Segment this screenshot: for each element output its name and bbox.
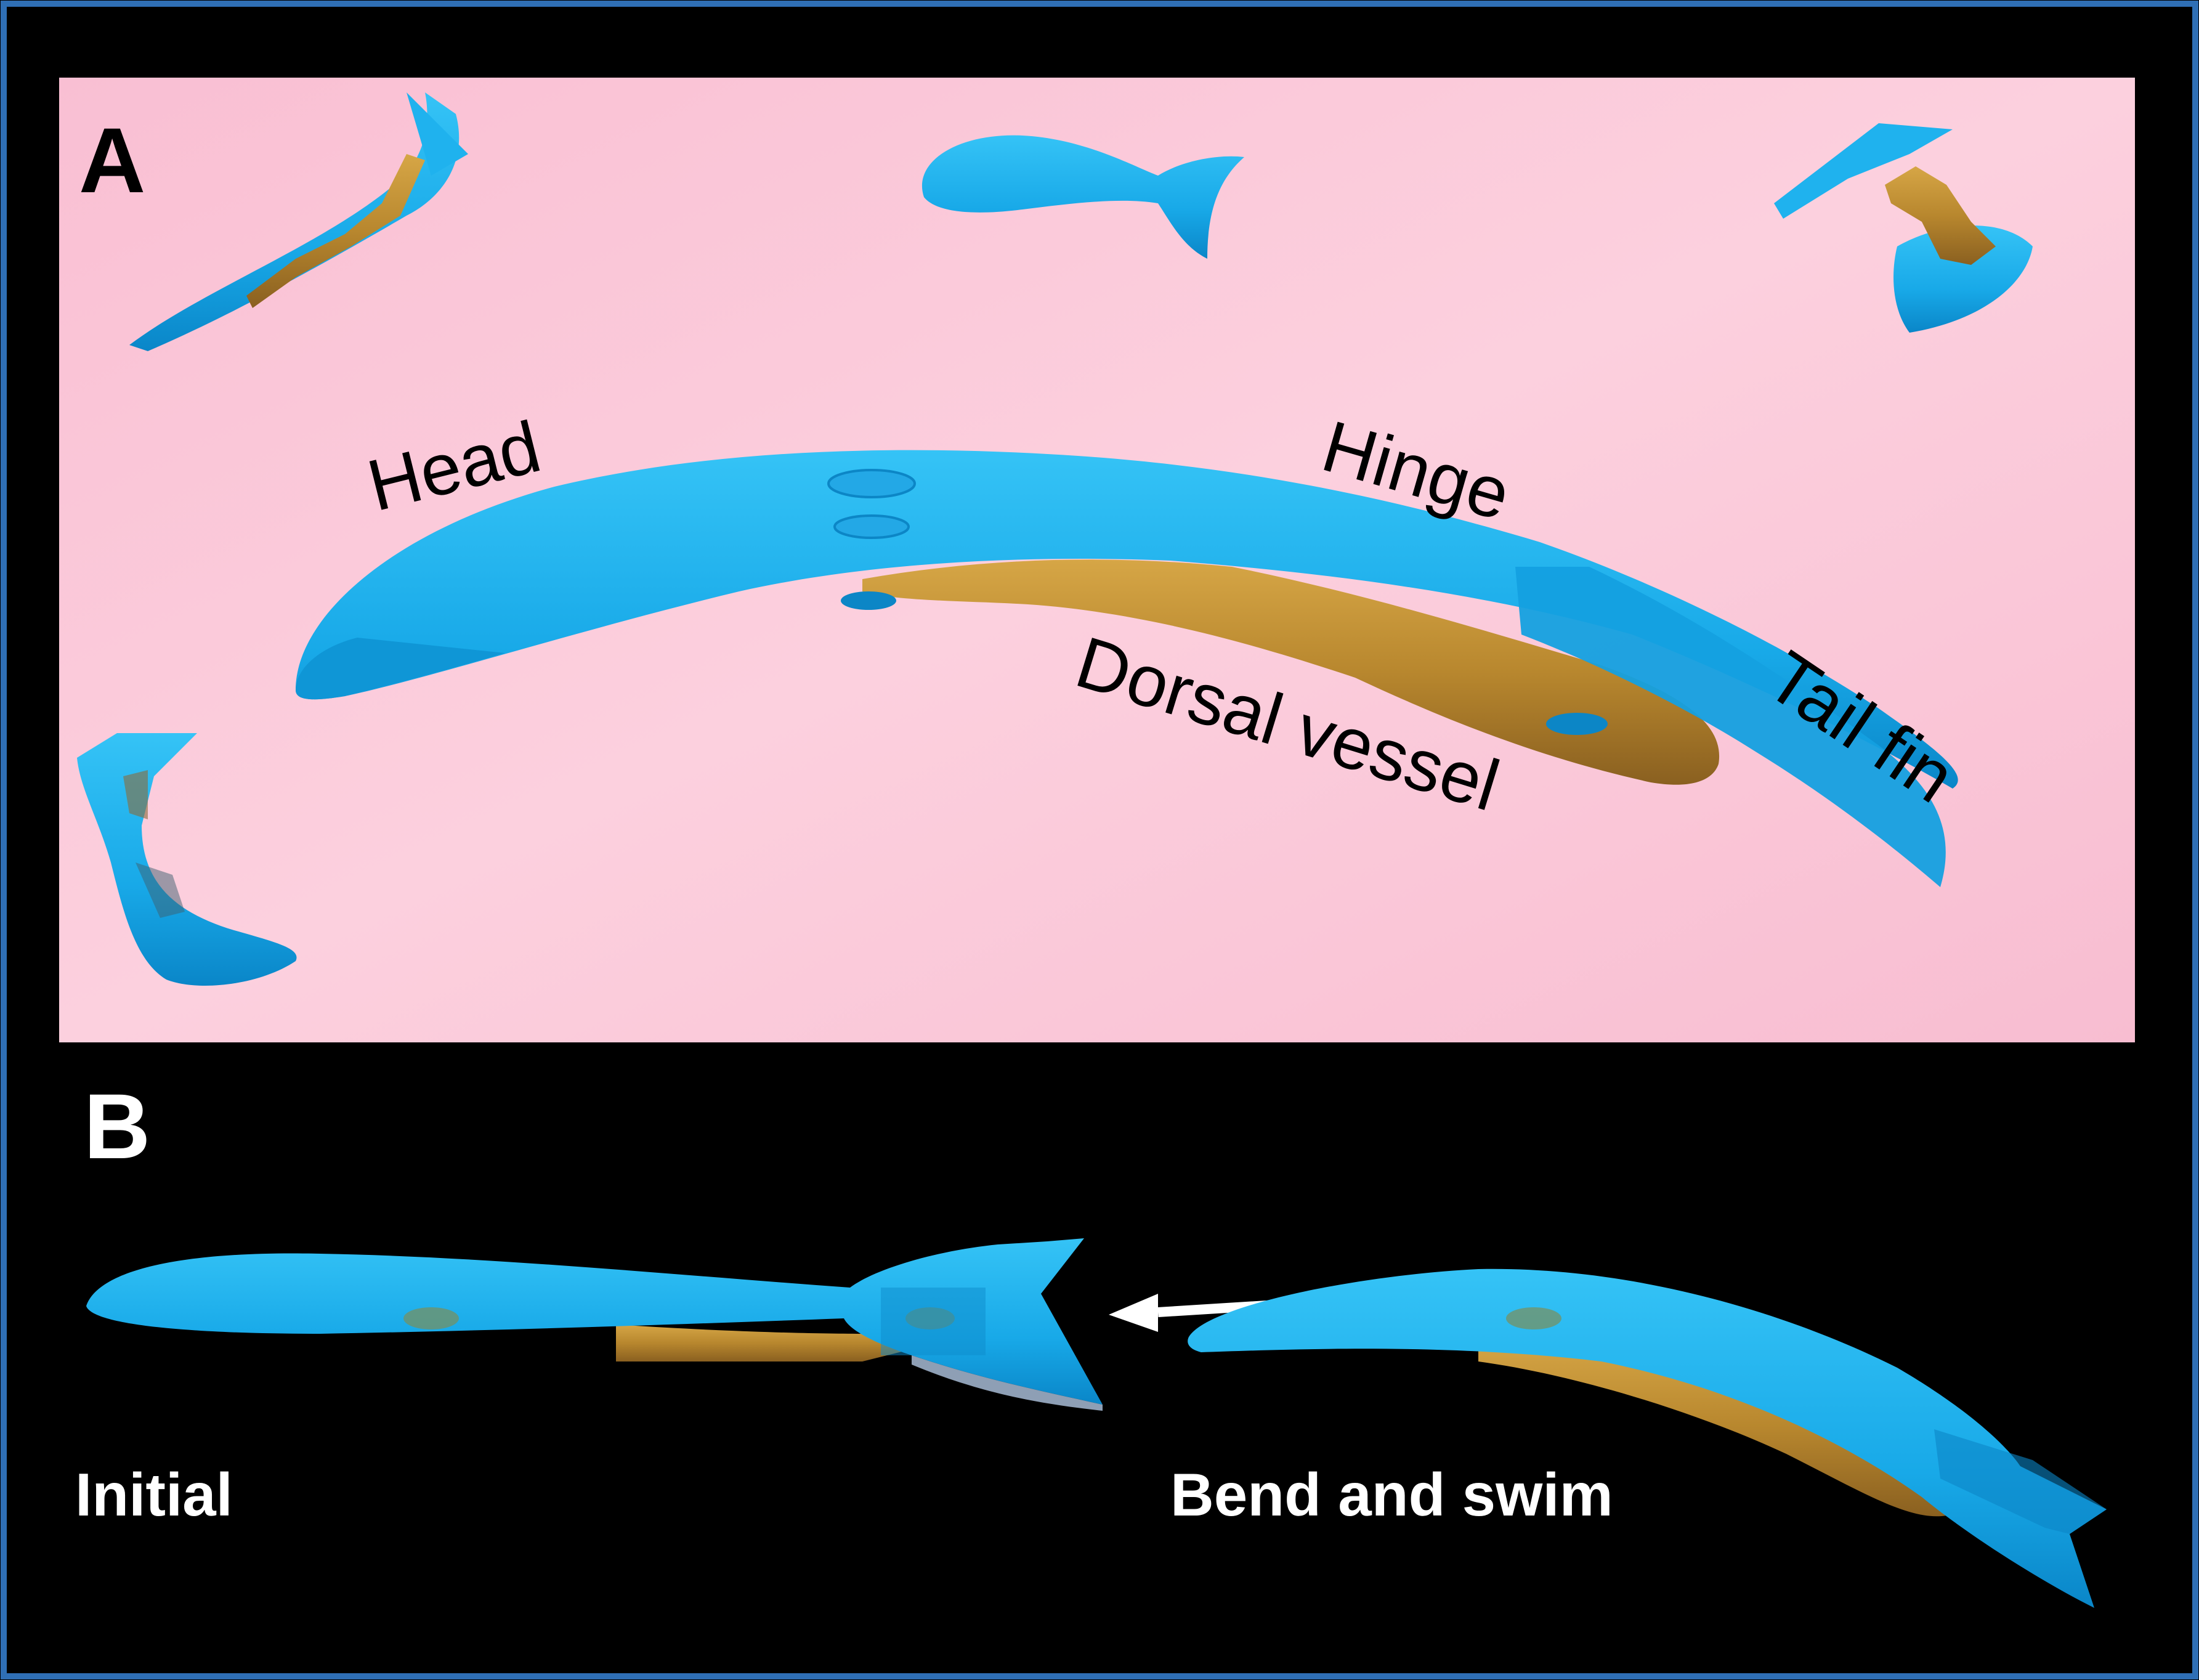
robot-view-top-right [1774, 123, 2033, 333]
robot-view-top-left [129, 92, 468, 351]
label-bend-and-swim: Bend and swim [1170, 1461, 1613, 1528]
label-initial: Initial [75, 1461, 233, 1528]
panel-b-letter: B [84, 1074, 150, 1178]
tail-fin-shape [1515, 567, 1946, 887]
dorsal-vessel-shape [862, 559, 1720, 785]
panel-a-letter: A [79, 108, 145, 212]
robot-initial [86, 1238, 1103, 1411]
robot-view-bottom-left [77, 733, 297, 986]
robot-view-top-center [921, 135, 1244, 259]
robot-body-shape [296, 450, 1958, 789]
robot-bent [1188, 1268, 2107, 1608]
main-robot [296, 450, 1958, 887]
